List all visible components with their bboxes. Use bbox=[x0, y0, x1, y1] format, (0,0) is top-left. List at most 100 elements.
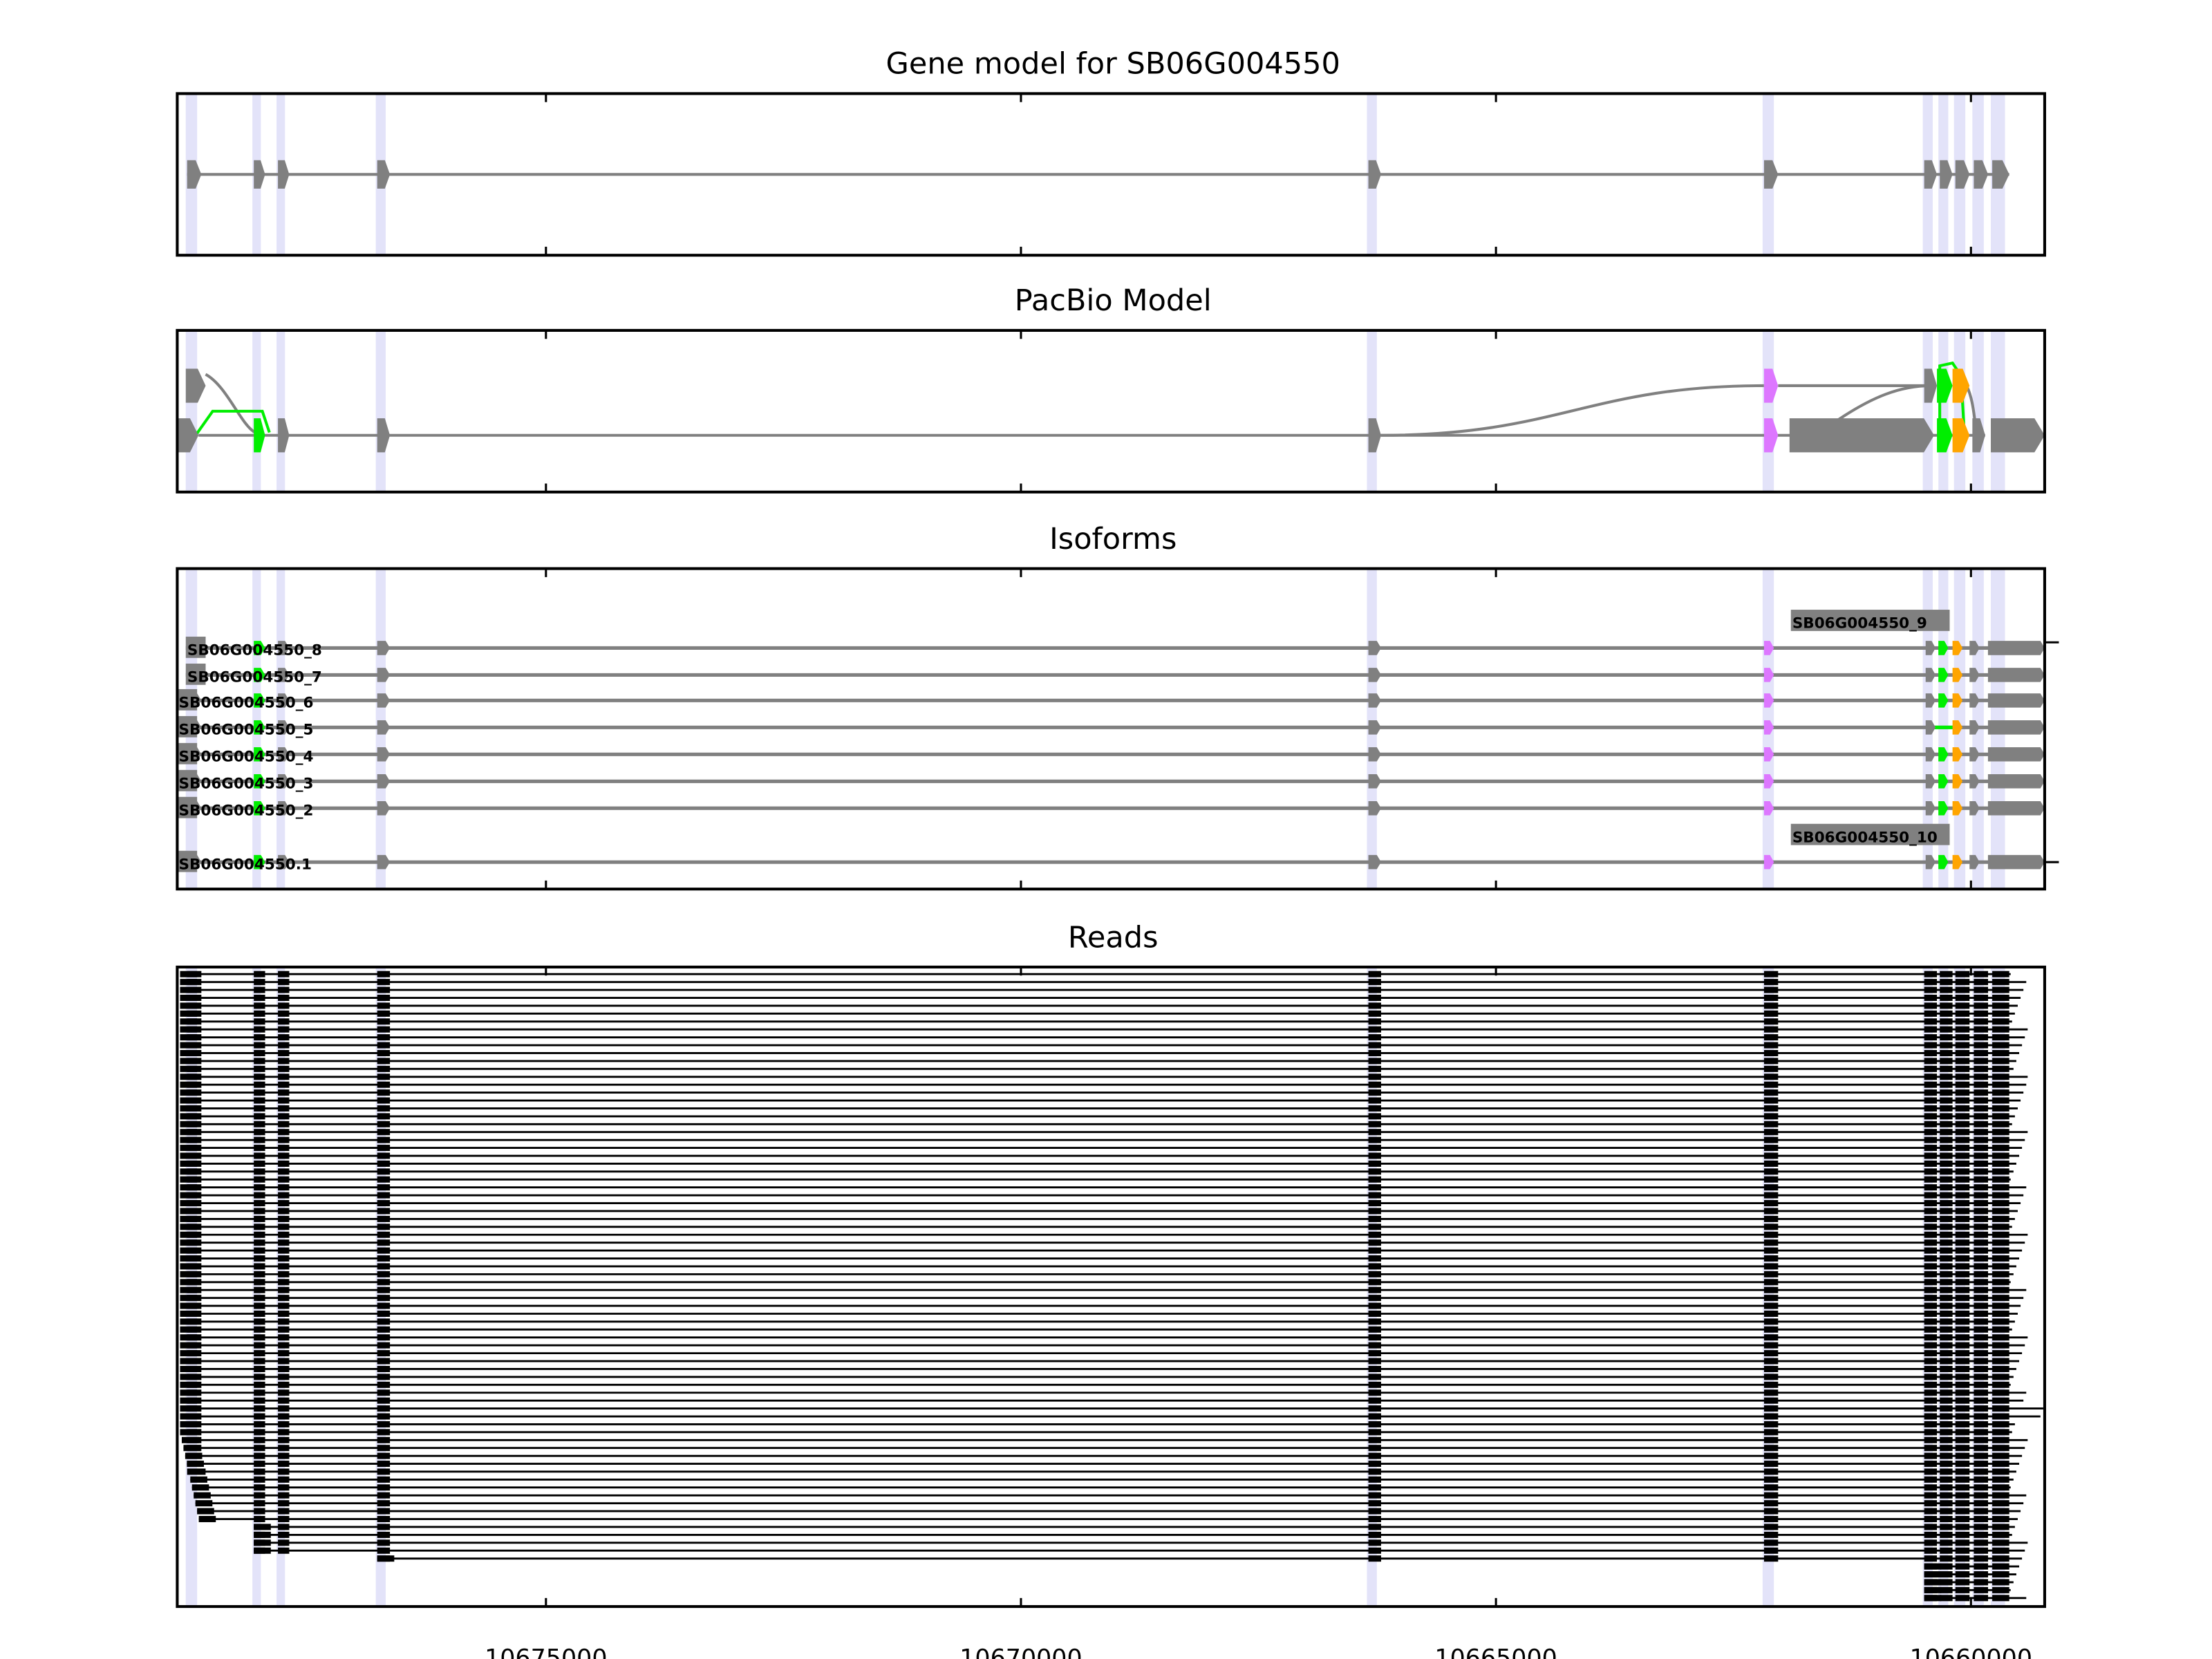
read bbox=[180, 1421, 2015, 1427]
read bbox=[180, 1152, 2020, 1159]
pacbio-exon bbox=[1991, 418, 2045, 453]
read-block bbox=[278, 979, 290, 986]
read-block bbox=[254, 1136, 265, 1143]
isoform-exon bbox=[1952, 854, 1963, 870]
read-block bbox=[1924, 1461, 1938, 1468]
read-block bbox=[1992, 1508, 2009, 1515]
read-block bbox=[1974, 1350, 1989, 1357]
read-block bbox=[1940, 1326, 1953, 1333]
read-block bbox=[377, 1500, 391, 1507]
isoform-exon bbox=[254, 747, 265, 762]
read-block bbox=[1940, 1152, 1953, 1159]
read-block bbox=[1992, 1065, 2009, 1072]
read-block bbox=[1940, 1081, 1953, 1088]
read-block bbox=[1940, 1208, 1953, 1215]
read-block bbox=[1992, 1350, 2009, 1357]
isoform-exon bbox=[1987, 693, 2045, 708]
read-block bbox=[1974, 1461, 1989, 1468]
read-block bbox=[1763, 1105, 1779, 1112]
read-block bbox=[1940, 1049, 1953, 1056]
read-block bbox=[377, 1002, 391, 1009]
read bbox=[180, 1342, 2025, 1349]
read-block bbox=[254, 1145, 265, 1152]
read-block bbox=[1974, 1121, 1989, 1127]
isoform-label: SB06G004550_9 bbox=[1792, 615, 1927, 632]
read-block bbox=[1955, 1176, 1970, 1183]
read-block bbox=[1974, 994, 1989, 1002]
read-block bbox=[1974, 1539, 1989, 1546]
read-block bbox=[377, 1445, 391, 1452]
isoform-first-exon bbox=[177, 769, 198, 791]
panel-frame bbox=[176, 567, 2046, 891]
read-block bbox=[1955, 1215, 1970, 1222]
read-block bbox=[254, 1445, 265, 1452]
read bbox=[180, 1160, 2016, 1167]
read-block bbox=[1924, 1302, 1938, 1309]
read-block bbox=[1940, 1334, 1953, 1341]
isoform-first-exon bbox=[177, 742, 198, 765]
read-block bbox=[1763, 1271, 1779, 1277]
read-block bbox=[1763, 1089, 1779, 1096]
read bbox=[180, 1121, 2012, 1127]
read-block bbox=[180, 1295, 198, 1302]
read bbox=[180, 1239, 2025, 1246]
read bbox=[180, 1263, 2016, 1270]
read-block bbox=[1368, 1334, 1381, 1341]
read-block bbox=[1992, 986, 2009, 993]
read-block bbox=[1974, 1563, 1989, 1570]
read-block bbox=[1924, 1365, 1938, 1372]
read-block bbox=[1368, 1365, 1381, 1372]
read-block bbox=[1924, 1318, 1938, 1325]
read-block bbox=[1924, 1326, 1938, 1333]
pacbio-exon bbox=[278, 418, 290, 453]
read-block bbox=[180, 1342, 198, 1349]
read-block bbox=[1974, 1279, 1989, 1286]
read-block bbox=[180, 1421, 198, 1427]
read bbox=[377, 1555, 2023, 1562]
read-block bbox=[377, 1231, 391, 1238]
read-block bbox=[1924, 1295, 1938, 1302]
read-block bbox=[1992, 1286, 2009, 1293]
read-block bbox=[1368, 1081, 1381, 1088]
read-block bbox=[1763, 1326, 1779, 1333]
read-block bbox=[1955, 1595, 1970, 1602]
read-block bbox=[254, 1160, 265, 1167]
read-block bbox=[1940, 1247, 1953, 1254]
read bbox=[180, 1295, 2024, 1302]
read-block bbox=[1924, 1002, 1938, 1009]
read bbox=[180, 1113, 2015, 1120]
read-block bbox=[1992, 1224, 2009, 1230]
read-block bbox=[1763, 1192, 1779, 1199]
read-block bbox=[1940, 1026, 1953, 1033]
read-block bbox=[278, 1342, 290, 1349]
read-block bbox=[1368, 1318, 1381, 1325]
read-block bbox=[278, 1215, 290, 1222]
pacbio-exon bbox=[1924, 368, 1938, 403]
read-block bbox=[254, 1334, 265, 1341]
read-block bbox=[278, 1152, 290, 1159]
read-block bbox=[1368, 1184, 1381, 1191]
read bbox=[180, 1247, 2023, 1254]
read-block bbox=[1763, 1445, 1779, 1452]
read-block bbox=[254, 1531, 271, 1538]
isoform-exon bbox=[1938, 641, 1949, 655]
read-block bbox=[1763, 1295, 1779, 1302]
read-block bbox=[1992, 994, 2009, 1002]
isoform-label: SB06G004550_7 bbox=[187, 669, 322, 686]
read-block bbox=[1763, 1531, 1779, 1538]
read-block bbox=[1992, 1192, 2009, 1199]
read-block bbox=[1940, 1176, 1953, 1183]
read-block bbox=[1763, 1413, 1779, 1420]
read-block bbox=[278, 1160, 290, 1167]
read-block bbox=[180, 1255, 198, 1262]
read-block bbox=[1955, 1492, 1970, 1499]
read-block bbox=[254, 1192, 265, 1199]
read bbox=[187, 1461, 2020, 1468]
isoform-first-exon bbox=[177, 715, 198, 738]
read-block bbox=[1368, 1381, 1381, 1388]
read-block bbox=[254, 1074, 265, 1080]
read-block bbox=[254, 1374, 265, 1380]
read-block bbox=[1763, 986, 1779, 993]
read-block bbox=[1924, 1200, 1938, 1207]
read-block bbox=[1992, 1468, 2009, 1475]
